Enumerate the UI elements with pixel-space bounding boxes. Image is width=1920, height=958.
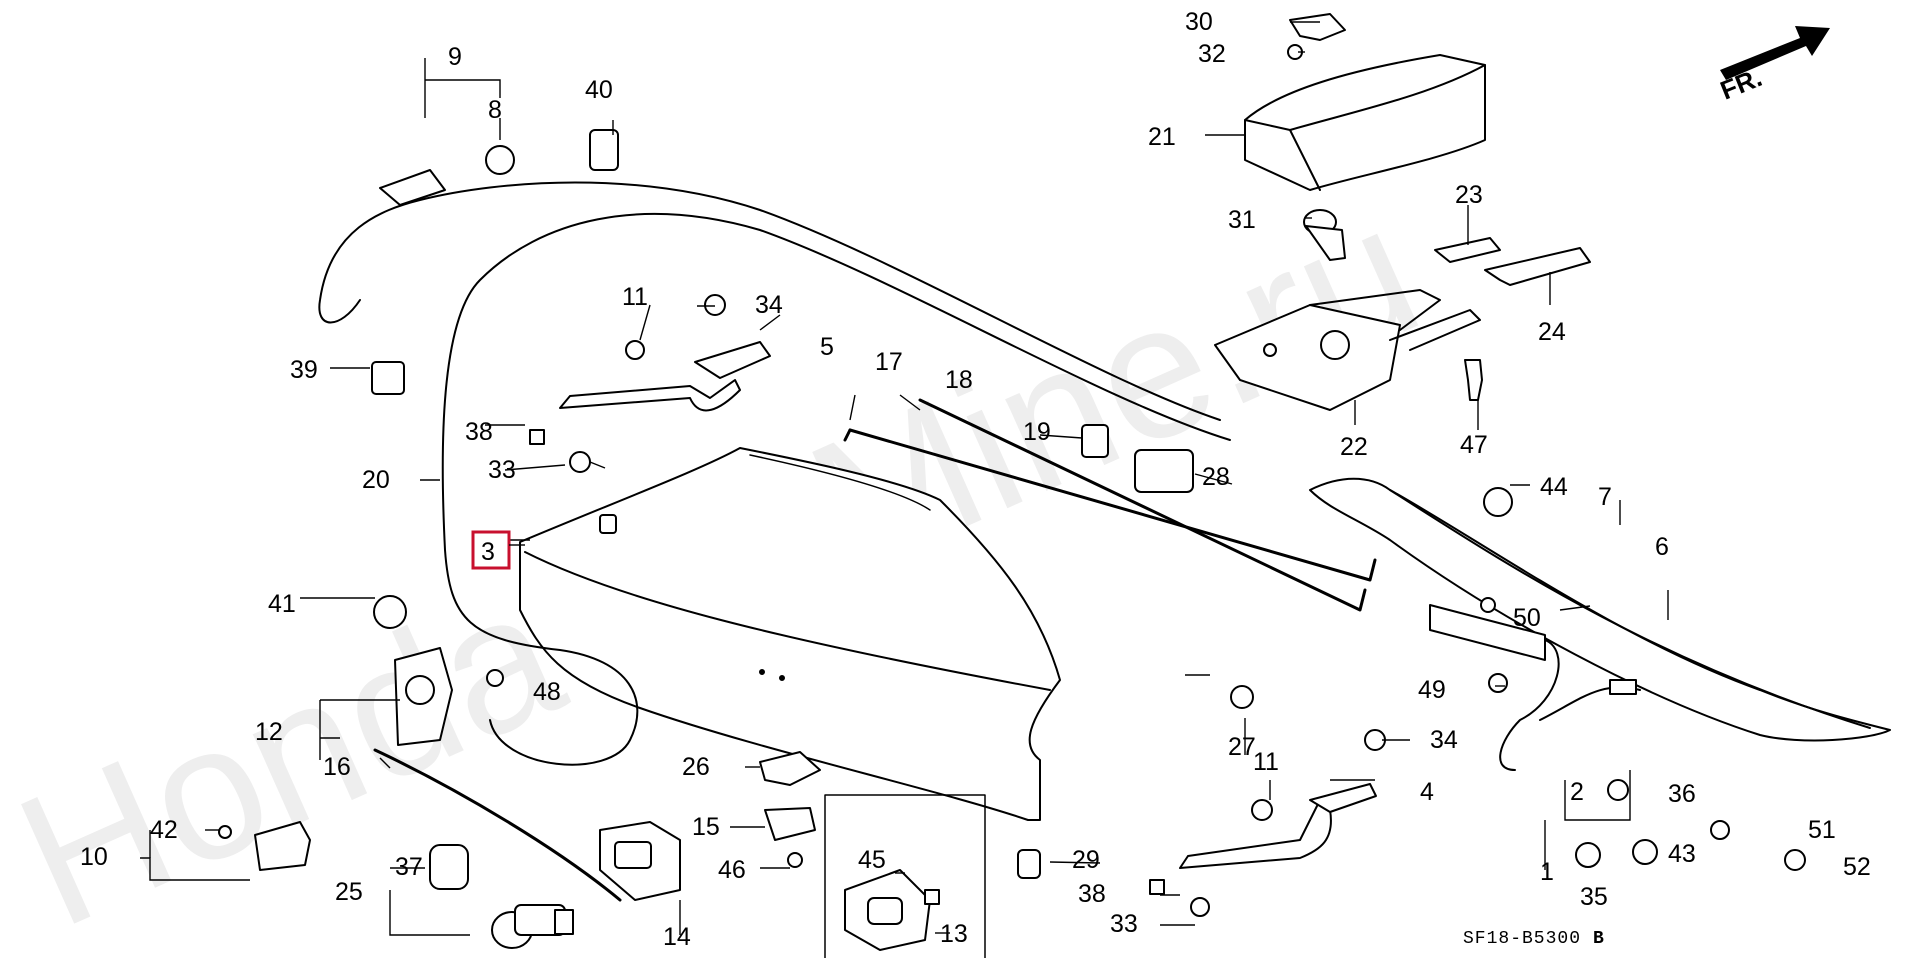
callout-20: 20 bbox=[362, 466, 390, 494]
direction-label: FR. bbox=[1716, 62, 1766, 106]
callout-51: 51 bbox=[1808, 816, 1836, 844]
callout-11b: 11 bbox=[1253, 748, 1279, 776]
plate-26 bbox=[759, 751, 821, 786]
highlighted-callout-3[interactable]: 3 bbox=[471, 530, 525, 570]
bracket-23 bbox=[1434, 237, 1501, 263]
callout-22: 22 bbox=[1340, 433, 1368, 461]
latch-cover bbox=[1244, 54, 1486, 191]
callout-47: 47 bbox=[1460, 431, 1488, 459]
callout-29: 29 bbox=[1072, 846, 1100, 874]
hinge-left bbox=[559, 341, 771, 412]
callout-37: 37 bbox=[395, 853, 423, 881]
callout-35: 35 bbox=[1580, 883, 1608, 911]
callout-28: 28 bbox=[1202, 463, 1230, 491]
fasteners bbox=[371, 129, 1806, 917]
callout-12: 12 bbox=[255, 718, 283, 746]
trunk-lid bbox=[519, 447, 1061, 821]
front-direction-arrow-icon: FR. bbox=[1716, 26, 1830, 106]
callout-13: 13 bbox=[940, 920, 968, 948]
rod-16 bbox=[373, 748, 622, 902]
callout-24: 24 bbox=[1538, 318, 1566, 346]
callout-31: 31 bbox=[1228, 206, 1256, 234]
bracket-15 bbox=[764, 807, 816, 841]
trunk-latch-assembly bbox=[1214, 289, 1481, 411]
opener-cables bbox=[318, 181, 1231, 766]
callout-34a: 34 bbox=[755, 291, 783, 319]
callout-42: 42 bbox=[150, 816, 178, 844]
diagram-code: SF18-B5300 bbox=[1463, 929, 1581, 949]
callout-27: 27 bbox=[1228, 733, 1256, 761]
trunk-latch-12 bbox=[394, 647, 453, 746]
callout-43: 43 bbox=[1668, 840, 1696, 868]
leader-lines bbox=[140, 21, 1669, 936]
callout-3: 3 bbox=[481, 538, 495, 566]
callout-18: 18 bbox=[945, 366, 973, 394]
callout-7: 7 bbox=[1598, 483, 1612, 511]
callout-50: 50 bbox=[1513, 604, 1541, 632]
diagram-code-suffix: B bbox=[1593, 929, 1605, 949]
parts-box-13 bbox=[824, 794, 986, 958]
torsion-bars bbox=[843, 398, 1377, 612]
trunk-key-cylinder bbox=[491, 904, 574, 949]
callout-17: 17 bbox=[875, 348, 903, 376]
cable-clip-19 bbox=[1081, 424, 1109, 458]
callout-9: 9 bbox=[448, 43, 462, 71]
bracket-24 bbox=[1484, 247, 1591, 286]
striker-14 bbox=[599, 821, 681, 901]
cylinder-seal bbox=[429, 844, 469, 890]
callouts: 1 2 4 5 6 7 8 9 10 11 11 12 13 14 15 16 … bbox=[80, 8, 1871, 951]
callout-16: 16 bbox=[323, 753, 351, 781]
callout-41: 41 bbox=[268, 590, 296, 618]
callout-4: 4 bbox=[1420, 778, 1434, 806]
callout-2: 2 bbox=[1570, 778, 1584, 806]
callout-6: 6 bbox=[1655, 533, 1669, 561]
callout-19: 19 bbox=[1023, 418, 1051, 446]
callout-26: 26 bbox=[682, 753, 710, 781]
callout-44: 44 bbox=[1540, 473, 1568, 501]
callout-8: 8 bbox=[488, 96, 502, 124]
bumper-13 bbox=[844, 869, 931, 951]
callout-5: 5 bbox=[820, 333, 834, 361]
callout-49: 49 bbox=[1418, 676, 1446, 704]
lock-cylinder-31 bbox=[1303, 209, 1346, 261]
callout-32: 32 bbox=[1198, 40, 1226, 68]
callout-15: 15 bbox=[692, 813, 720, 841]
callout-21: 21 bbox=[1148, 123, 1176, 151]
callout-48: 48 bbox=[533, 678, 561, 706]
callout-38b: 38 bbox=[1078, 880, 1106, 908]
callout-1: 1 bbox=[1540, 858, 1554, 886]
callout-39: 39 bbox=[290, 356, 318, 384]
callout-45: 45 bbox=[858, 846, 886, 874]
callout-14: 14 bbox=[663, 923, 691, 951]
light-connector bbox=[1539, 679, 1641, 721]
bolt-47 bbox=[1464, 359, 1483, 401]
release-handle-10 bbox=[218, 821, 311, 871]
callout-33a: 33 bbox=[488, 456, 516, 484]
callout-52: 52 bbox=[1843, 853, 1871, 881]
callout-46: 46 bbox=[718, 856, 746, 884]
callout-34b: 34 bbox=[1430, 726, 1458, 754]
callout-11a: 11 bbox=[622, 283, 648, 311]
callout-25: 25 bbox=[335, 878, 363, 906]
callout-30: 30 bbox=[1185, 8, 1213, 36]
callout-36: 36 bbox=[1668, 780, 1696, 808]
callout-23: 23 bbox=[1455, 181, 1483, 209]
callout-40: 40 bbox=[585, 76, 613, 104]
cable-joint-28 bbox=[1134, 449, 1194, 493]
callout-38a: 38 bbox=[465, 418, 493, 446]
callout-10: 10 bbox=[80, 843, 108, 871]
clip-30 bbox=[1289, 13, 1346, 41]
high-mount-stop-light bbox=[1429, 604, 1560, 771]
rear-spoiler bbox=[1309, 477, 1891, 742]
callout-33b: 33 bbox=[1110, 910, 1138, 938]
hinge-right bbox=[1179, 783, 1377, 869]
